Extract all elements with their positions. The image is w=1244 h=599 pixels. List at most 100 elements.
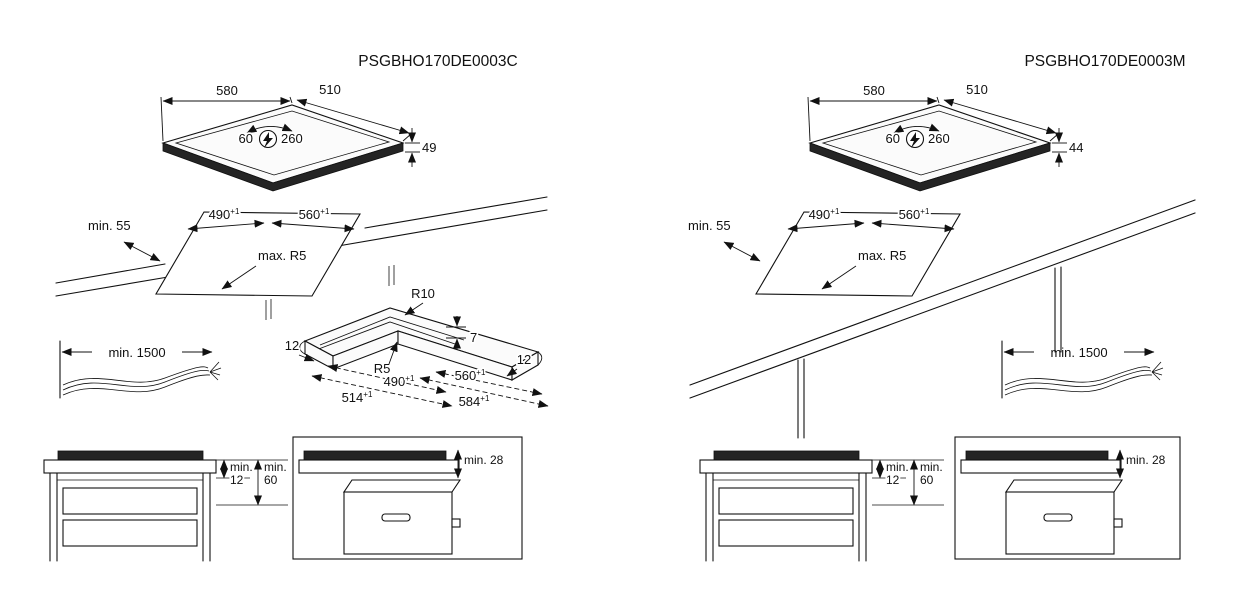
worktop-edge-line [337,209,548,247]
recess-edge-right-dimension: 12 [506,350,533,377]
drawer-front [718,519,854,547]
worktop-profile [43,459,217,474]
cutout-width-label: 490+1 [809,207,840,222]
power-left-label: 60 [886,131,900,146]
oven-front [1005,491,1115,555]
cable-end-wires [209,361,222,381]
corner-radius-callout: max. R5 [221,246,308,290]
oven-knob [1113,518,1123,528]
oven-knob [451,518,461,528]
hob-depth-label: 510 [966,82,988,97]
power-right-label: 260 [281,131,303,146]
cutout-depth-label: 560+1 [299,207,330,222]
worktop-cutout-view: 490+1 560+1 min. 55 max. R5 [688,199,1196,439]
recess-outer-width-dimension: 514+1 [311,374,453,408]
recess-inner-width-label: 490+1 [384,374,415,389]
cutout-width-dimension: 490+1 [787,205,865,233]
cable-length-label: min. 1500 [1050,345,1107,360]
hob-height-label: 49 [422,140,436,155]
oven-top [1004,479,1124,493]
cutout-depth-label: 560+1 [899,207,930,222]
recess-inner-depth-label: 560+1 [455,368,486,383]
power-right-label: 260 [928,131,950,146]
worktop-gap-prefix: min. [886,460,909,474]
min-side-clearance: min. 55 [88,218,161,262]
worktop-edge-line [55,263,166,284]
worktop-gap-value: 12 [886,473,900,487]
shelf-gap-value: 60 [264,473,278,487]
hob-glass-outline [174,110,391,176]
oven-top [342,479,462,493]
hob-height-dimension: 44 [1052,128,1083,167]
cutout-width-dimension: 490+1 [187,205,265,233]
flush-recess-detail: R10 7 12 12 R5 [283,284,549,411]
diagram-flush-mount-hob: PSGBHO170DE0003C 580 510 60 [43,53,549,562]
hob-profile [303,450,447,461]
hob-height-label: 44 [1069,140,1083,155]
cable-strand [1004,369,1152,391]
oven-gap-label: min. 28 [464,453,504,467]
worktop-gap-dimension: min. 12 [216,458,288,506]
worktop-cutout-view: 490+1 560+1 min. 55 max. R5 [55,196,548,320]
drawer-front [62,487,198,515]
min-side-label: min. 55 [88,218,131,233]
hob-profile [57,450,204,461]
cable-end-wires [1151,361,1164,381]
recess-edge-right-label: 12 [517,352,531,367]
oven-handle [381,513,411,522]
recess-outer-depth-dimension: 584+1 [419,376,549,411]
oven-handle [1043,513,1073,522]
worktop-profile [960,459,1122,474]
worktop-profile [298,459,460,474]
cable-strand [62,366,209,386]
recess-outer-depth-label: 584+1 [459,394,490,409]
recess-outer-radius-label: R10 [411,286,435,301]
diagram-title-right: PSGBHO170DE0003M [1024,53,1185,70]
recess-step-height-dimension: 7 [446,316,479,349]
mains-cable: min. 1500 [59,340,222,399]
mains-cable: min. 1500 [1001,340,1164,399]
hob-width-label: 580 [863,83,885,98]
cutout-width-label: 490+1 [209,207,240,222]
hob-front-edge [162,142,404,192]
cutout-outline [755,211,961,297]
hob-profile [713,450,860,461]
hob-height-dimension: 49 [405,128,436,167]
hob-front-edge [809,142,1051,192]
worktop-edge-line [689,212,1196,399]
worktop-gap-dimension: min. 12 [872,458,944,506]
shelf-gap-dimension: min. 60 [254,458,288,506]
corner-radius-label: max. R5 [258,248,306,263]
recess-outer-width-label: 514+1 [342,390,373,405]
shelf-gap-dimension: min. 60 [910,458,944,506]
corner-radius-label: max. R5 [858,248,906,263]
cutout-depth-dimension: 560+1 [871,205,955,233]
oven-gap-dimension: min. 28 [454,449,505,479]
recess-outer-radius-callout: R10 [404,284,437,316]
hob-top-view: 580 510 60 260 44 [807,80,1083,192]
diagram-title-left: PSGBHO170DE0003C [358,53,517,70]
cable-strand [62,369,210,391]
power-left-label: 60 [239,131,253,146]
cabinet-side-view: min. 12 min. 60 [699,450,944,562]
hob-width-dimension: 580 [160,81,293,142]
worktop-profile [699,459,873,474]
cable-strand [62,374,211,396]
worktop-gap-value: 12 [230,473,244,487]
oven-clearance-view: min. 28 [954,436,1181,560]
shelf-gap-prefix: min. [920,460,943,474]
recess-step-height-label: 7 [470,330,477,345]
hob-depth-dimension: 510 [943,80,1059,142]
cutout-depth-dimension: 560+1 [271,205,355,233]
lightning-bolt-icon [910,132,920,148]
hob-width-label: 580 [216,83,238,98]
cable-length-label: min. 1500 [108,345,165,360]
worktop-edge-line [55,276,169,297]
oven-front [343,491,453,555]
hob-top-view: 580 510 60 260 49 [160,80,436,192]
recess-edge-left-label: 12 [285,338,299,353]
worktop-gap-prefix: min. [230,460,253,474]
min-side-clearance: min. 55 [688,218,761,262]
oven-gap-label: min. 28 [1126,453,1166,467]
